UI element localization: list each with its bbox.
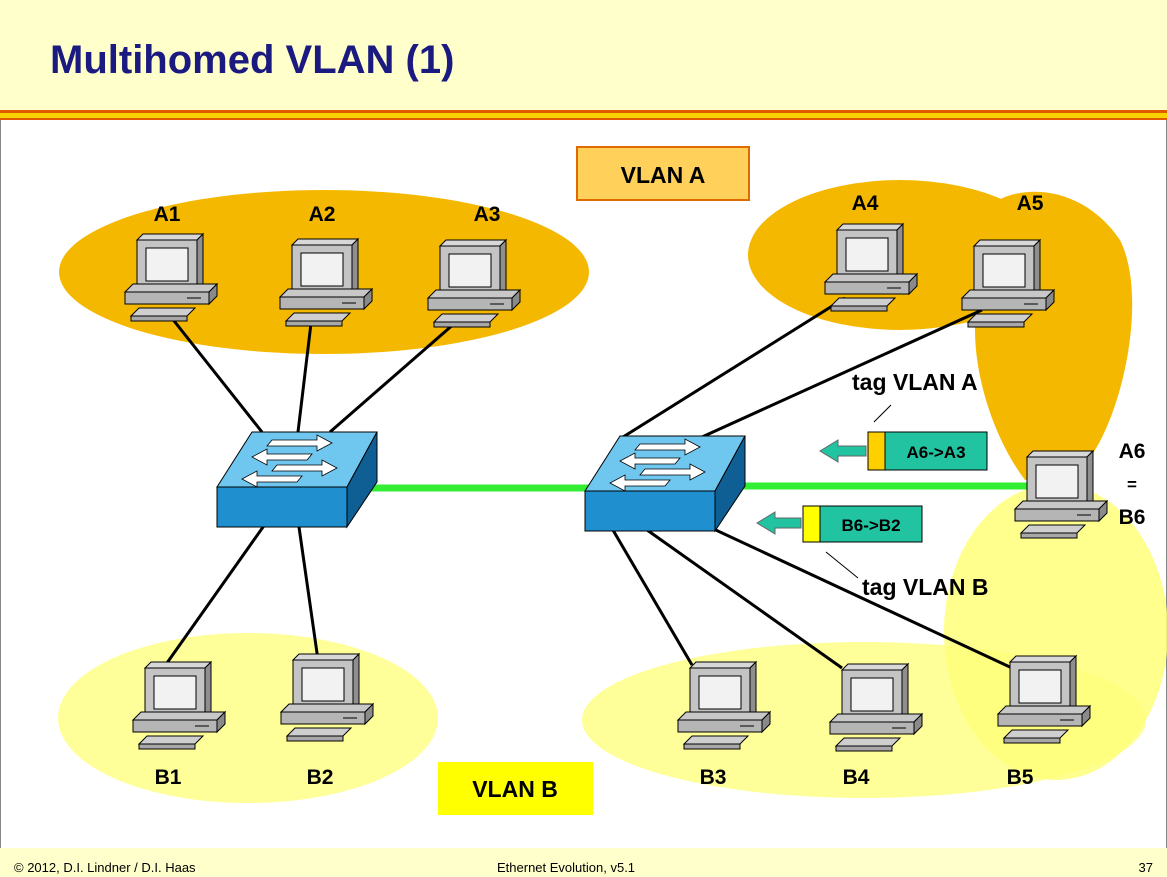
- host-label-a4: A4: [852, 192, 879, 215]
- footer-copyright: © 2012, D.I. Lindner / D.I. Haas: [14, 860, 196, 875]
- link-a5: [701, 308, 983, 439]
- vlan-b-multihomed-area: [944, 484, 1167, 780]
- link-b1: [160, 519, 270, 671]
- frame-body: [884, 431, 988, 471]
- frame-label: B6->B2: [841, 516, 900, 535]
- trunk-links: [368, 482, 1030, 492]
- links: [160, 296, 1013, 671]
- frame-b6-to-b2: B6->B2: [756, 505, 923, 543]
- header-rule: [0, 113, 1167, 118]
- link-b3: [608, 524, 694, 666]
- page-number: 37: [1138, 860, 1153, 875]
- link-b4: [639, 523, 843, 670]
- slide-title: Multihomed VLAN (1): [50, 38, 455, 82]
- link-b2: [296, 519, 320, 661]
- link-a4: [622, 296, 846, 439]
- arrow-left-icon: [756, 511, 802, 535]
- header-rule: [0, 118, 1167, 120]
- frame-body: [819, 505, 923, 543]
- frame-tag: [867, 431, 886, 471]
- vlan-b-area-left: [58, 633, 438, 803]
- vlan-b-label: VLAN B: [472, 776, 558, 802]
- link-a1: [165, 311, 264, 433]
- host-label-b6: B6: [1119, 506, 1146, 529]
- footer-course: Ethernet Evolution, v5.1: [497, 860, 636, 875]
- arrow-left-icon: [819, 439, 867, 463]
- header-band: Multihomed VLAN (1): [0, 0, 1167, 112]
- host-label-a5: A5: [1017, 192, 1044, 215]
- switch-left: [216, 431, 378, 528]
- frame-label: A6->A3: [906, 443, 965, 462]
- vlan-a-multihomed-area: [965, 191, 1133, 480]
- host-label-b5: B5: [1007, 766, 1034, 789]
- switch-right: [584, 435, 746, 532]
- vlan-a-label-box: [576, 146, 750, 201]
- link-b5: [704, 523, 1013, 670]
- host-label-b1: B1: [155, 766, 182, 789]
- link-a2: [296, 314, 314, 433]
- tag-vlan-b-pointer: [825, 551, 859, 579]
- vlan-a-label: VLAN A: [621, 162, 706, 188]
- link-a3: [329, 314, 464, 434]
- tag-vlan-a-label: tag VLAN A: [852, 369, 978, 395]
- host-label-b2: B2: [307, 766, 334, 789]
- header-rule: [0, 110, 1167, 113]
- tag-vlan-b-label: tag VLAN B: [862, 574, 989, 600]
- host-label-a6: A6: [1119, 440, 1146, 463]
- host-label-a1: A1: [154, 203, 181, 226]
- host-label-a2: A2: [309, 203, 336, 226]
- frame-tag: [802, 505, 821, 543]
- vlan-b-label-box: [438, 762, 593, 815]
- footer: © 2012, D.I. Lindner / D.I. Haas Etherne…: [0, 848, 1167, 877]
- host-label-equals: =: [1127, 475, 1137, 494]
- frame-border: [0, 120, 1, 848]
- tag-vlan-a-pointer: [873, 404, 892, 423]
- host-label-b3: B3: [700, 766, 727, 789]
- frame-a6-to-a3: A6->A3: [819, 431, 988, 471]
- host-label-a3: A3: [474, 203, 501, 226]
- host-label-b4: B4: [843, 766, 870, 789]
